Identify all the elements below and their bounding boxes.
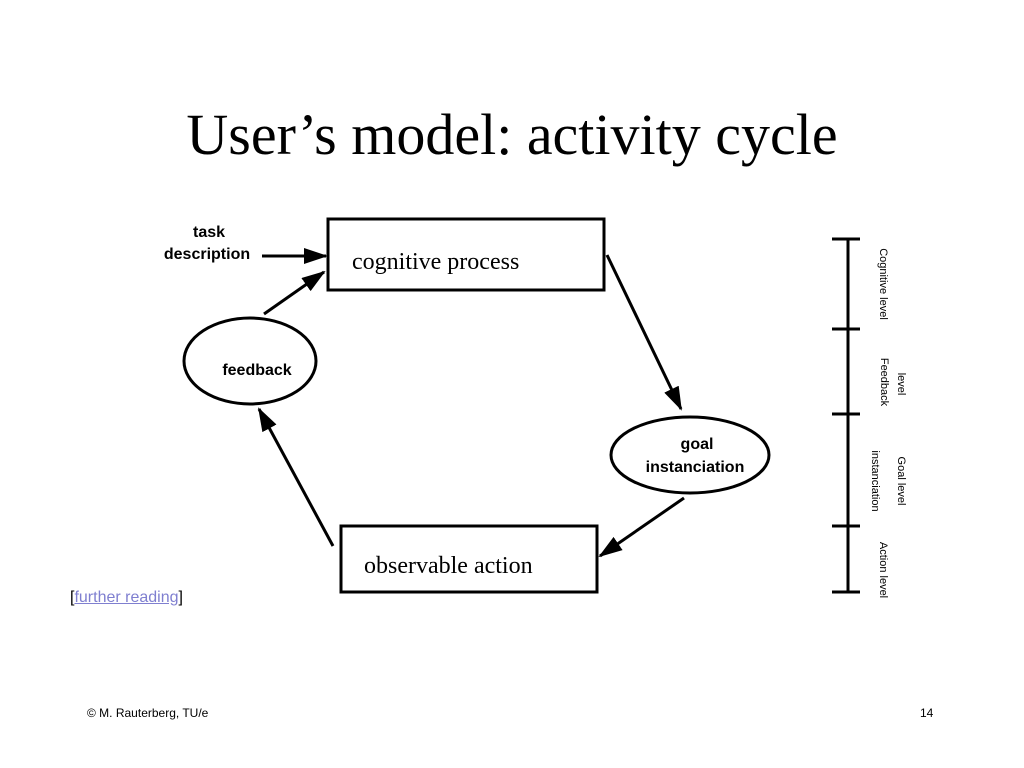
arrow-action-to-feedback (257, 407, 335, 547)
observable-action-label: observable action (364, 553, 533, 579)
arrow-cognitive-to-goal (605, 254, 683, 411)
further-reading-close-bracket: ] (178, 589, 183, 606)
goal-label-line1: goal (681, 436, 714, 453)
slide-title: User’s model: activity cycle (186, 102, 838, 167)
level-label-goal-line1: Goal level (895, 457, 907, 506)
cognitive-process-label: cognitive process (352, 249, 519, 275)
level-label-cognitive: Cognitive level (877, 248, 889, 320)
feedback-label: feedback (222, 362, 291, 379)
further-reading-open-bracket: [ (70, 589, 75, 606)
level-scale (832, 237, 860, 594)
arrow-feedback-to-cognitive (263, 270, 326, 316)
cognitive-process-box (326, 217, 606, 292)
task-description-label-line1: task (193, 224, 225, 241)
goal-instanciation-ellipse (609, 415, 771, 495)
level-label-feedback-line2: Feedback (878, 358, 890, 407)
further-reading-link[interactable]: further reading (74, 589, 179, 606)
level-label-goal-line2: instanciation (869, 450, 881, 511)
footer-copyright: © M. Rauterberg, TU/e (87, 706, 209, 720)
level-label-feedback-line1: level (895, 373, 907, 396)
level-label-action: Action level (877, 542, 889, 598)
task-description-label-line2: description (164, 246, 250, 263)
footer-page-number: 14 (920, 706, 934, 720)
arrow-goal-to-action (598, 496, 685, 558)
observable-action-box (339, 524, 599, 594)
further-reading: [further reading] (70, 589, 183, 607)
goal-label-line2: instanciation (646, 459, 745, 476)
feedback-ellipse (182, 316, 318, 406)
